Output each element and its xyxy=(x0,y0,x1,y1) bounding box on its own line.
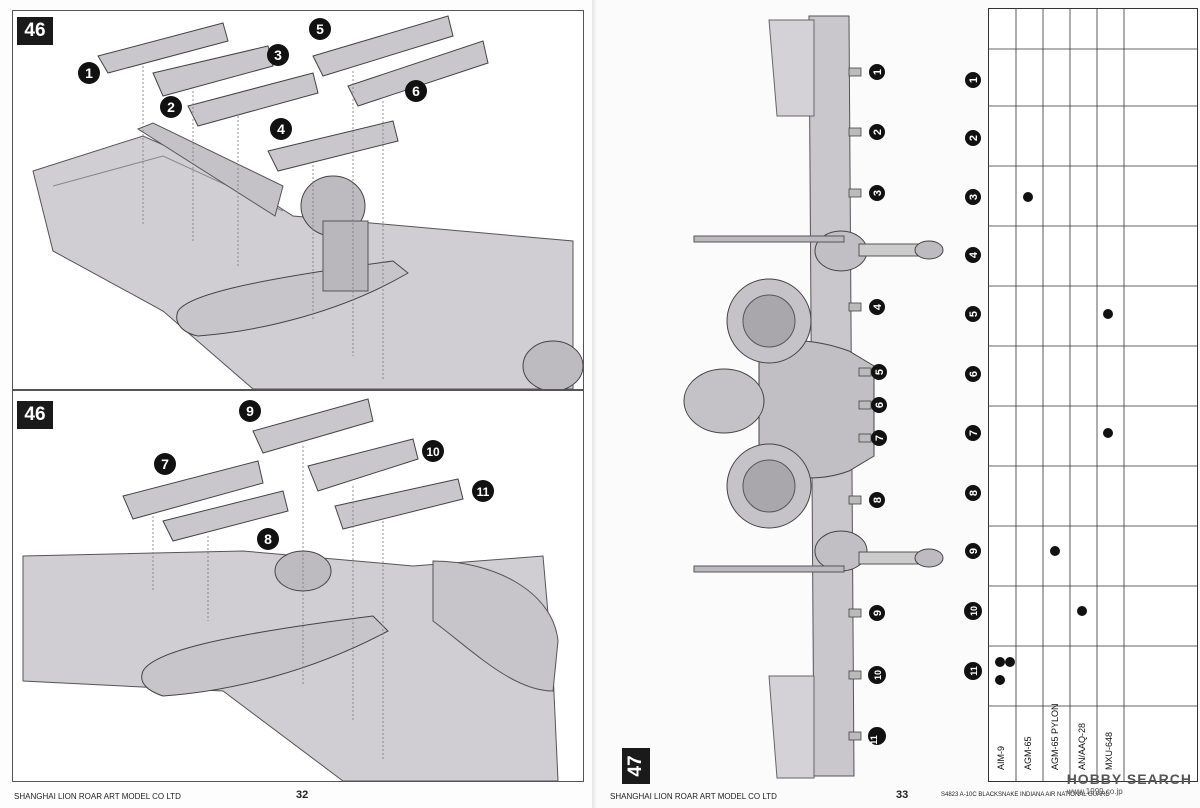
svg-text:9: 9 xyxy=(872,610,884,616)
station-number-11: 11 xyxy=(868,727,886,745)
svg-text:7: 7 xyxy=(161,456,169,472)
svg-text:3: 3 xyxy=(274,47,282,63)
svg-text:11: 11 xyxy=(477,485,490,499)
callout-8: 8 xyxy=(257,528,279,550)
svg-text:9: 9 xyxy=(246,403,254,419)
footer-company: SHANGHAI LION ROAR ART MODEL CO LTD xyxy=(14,792,181,801)
svg-text:3: 3 xyxy=(872,190,884,196)
loadout-grid: 1 xyxy=(967,9,1197,781)
wing-assembly-illustration-top: 1 2 3 4 5 6 xyxy=(32,15,583,389)
page-left: 46 xyxy=(0,0,596,808)
table-column-aim-9: AIM-9 xyxy=(996,745,1006,770)
table-row-4: 4 xyxy=(965,247,981,263)
svg-text:11: 11 xyxy=(869,735,879,745)
station-number-8: 8 xyxy=(869,492,885,508)
table-row-3: 3 xyxy=(965,189,981,205)
svg-text:5: 5 xyxy=(316,21,324,37)
station-number-5: 5 xyxy=(871,364,887,380)
wing-assembly-illustration-bottom: 7 8 9 10 11 xyxy=(22,398,559,781)
table-column-an-aaq-28: AN/AAQ-28 xyxy=(1077,722,1087,770)
table-row-11: 11 xyxy=(964,662,982,680)
callout-5: 5 xyxy=(309,18,331,40)
station-number-2: 2 xyxy=(869,124,885,140)
svg-text:2: 2 xyxy=(968,135,980,141)
panel-step-46-top: 46 xyxy=(12,10,584,390)
watermark-sub: www.1999.co.jp xyxy=(1066,787,1123,796)
table-row-10: 10 xyxy=(964,602,982,620)
table-column-agm-65: AGM-65 xyxy=(1023,736,1033,770)
svg-text:10: 10 xyxy=(969,606,979,616)
svg-text:2: 2 xyxy=(872,129,884,135)
table-row-5: 5 xyxy=(965,306,981,322)
callout-3: 3 xyxy=(267,44,289,66)
callout-2: 2 xyxy=(160,96,182,118)
table-row-labels: 1 2 3 4 5 6 7 8 9 10 11 xyxy=(964,72,982,680)
station-number-7: 7 xyxy=(871,430,887,446)
svg-text:8: 8 xyxy=(264,531,272,547)
svg-text:5: 5 xyxy=(968,311,980,317)
step-number-badge: 46 xyxy=(17,17,53,45)
svg-text:2: 2 xyxy=(167,99,175,115)
svg-text:10: 10 xyxy=(873,670,883,680)
svg-text:6: 6 xyxy=(412,83,420,99)
station-number-3: 3 xyxy=(869,185,885,201)
svg-text:8: 8 xyxy=(872,497,884,503)
table-column-mxu-648: MXU-648 xyxy=(1104,731,1114,770)
svg-text:1: 1 xyxy=(85,65,93,81)
station-number-9: 9 xyxy=(869,605,885,621)
callout-10: 10 xyxy=(422,440,444,462)
svg-text:8: 8 xyxy=(968,490,980,496)
watermark-text: HOBBY SEARCH xyxy=(1066,771,1192,787)
svg-text:1: 1 xyxy=(872,69,884,75)
footer-company: SHANGHAI LION ROAR ART MODEL CO LTD xyxy=(610,792,777,801)
callout-1: 1 xyxy=(78,62,100,84)
page-number: 33 xyxy=(896,789,909,801)
table-row-9: 9 xyxy=(965,543,981,559)
callout-7: 7 xyxy=(154,453,176,475)
step-number-badge: 46 xyxy=(17,401,53,429)
callout-11: 11 xyxy=(472,480,494,502)
callout-4: 4 xyxy=(270,118,292,140)
svg-text:3: 3 xyxy=(968,194,980,200)
svg-text:1: 1 xyxy=(968,77,980,83)
panel-step-47: 1 2 3 4 5 6 7 8 9 10 11 xyxy=(609,6,1194,782)
table-row-2: 2 xyxy=(965,130,981,146)
svg-text:10: 10 xyxy=(426,445,440,459)
station-number-6: 6 xyxy=(871,397,887,413)
step-number-badge: 47 xyxy=(622,748,650,784)
svg-text:6: 6 xyxy=(968,371,980,377)
callout-9: 9 xyxy=(239,400,261,422)
aircraft-top-view-illustration: 1 2 3 4 5 6 7 8 9 10 11 xyxy=(683,15,944,779)
table-row-7: 7 xyxy=(965,425,981,441)
callout-6: 6 xyxy=(405,80,427,102)
svg-text:7: 7 xyxy=(874,435,886,441)
page-number: 32 xyxy=(296,789,309,801)
table-row-8: 8 xyxy=(965,485,981,501)
svg-text:11: 11 xyxy=(969,666,979,676)
svg-text:9: 9 xyxy=(968,548,980,554)
svg-text:6: 6 xyxy=(874,402,886,408)
loadout-table: 1 xyxy=(967,8,1198,782)
table-column-agm-65-pylon: AGM-65 PYLON xyxy=(1050,703,1060,770)
svg-text:4: 4 xyxy=(872,303,884,310)
table-row-1: 1 xyxy=(965,72,981,88)
station-number-1: 1 xyxy=(869,64,885,80)
footer-product: S4823 A-10C BLACKSNAKE INDIANA AIR NATIO… xyxy=(941,792,1110,798)
station-number-10: 10 xyxy=(868,666,886,684)
svg-text:4: 4 xyxy=(968,251,980,258)
table-row-6: 6 xyxy=(965,366,981,382)
panel-step-46-bottom: 46 xyxy=(12,390,584,782)
svg-text:7: 7 xyxy=(968,430,980,436)
watermark: HOBBY SEARCH www.1999.co.jp xyxy=(1067,771,1192,796)
svg-text:5: 5 xyxy=(874,369,886,375)
station-number-4: 4 xyxy=(869,299,885,315)
svg-text:4: 4 xyxy=(277,121,285,137)
